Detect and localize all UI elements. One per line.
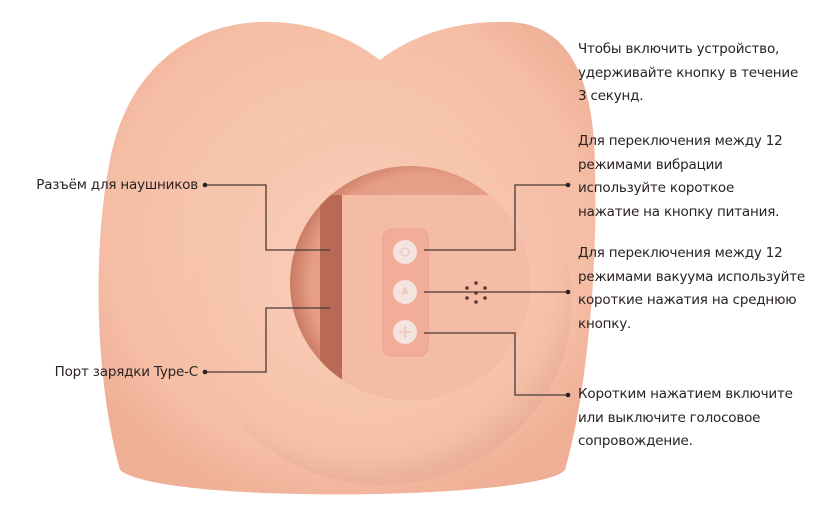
speaker-grille-icon — [465, 281, 487, 304]
vacuum-button[interactable] — [393, 280, 417, 304]
charging-port-label: Порт зарядки Type-C — [54, 364, 199, 380]
vibration-modes-note: Для переключения между 12 режимами вибра… — [578, 133, 783, 220]
callout-lines — [205, 184, 568, 396]
voice-guide-note: Коротким нажатием включите или выключите… — [578, 386, 793, 449]
power-on-note: Чтобы включить устройство, удерживайте к… — [578, 41, 799, 104]
power-button[interactable] — [393, 240, 417, 264]
vacuum-modes-note: Для переключения между 12 режимами вакуу… — [578, 245, 806, 332]
headphone-jack-label: Разъём для наушников — [36, 177, 198, 193]
voice-button[interactable] — [393, 320, 417, 344]
callout-dots — [202, 182, 571, 398]
port-slot — [320, 195, 344, 395]
